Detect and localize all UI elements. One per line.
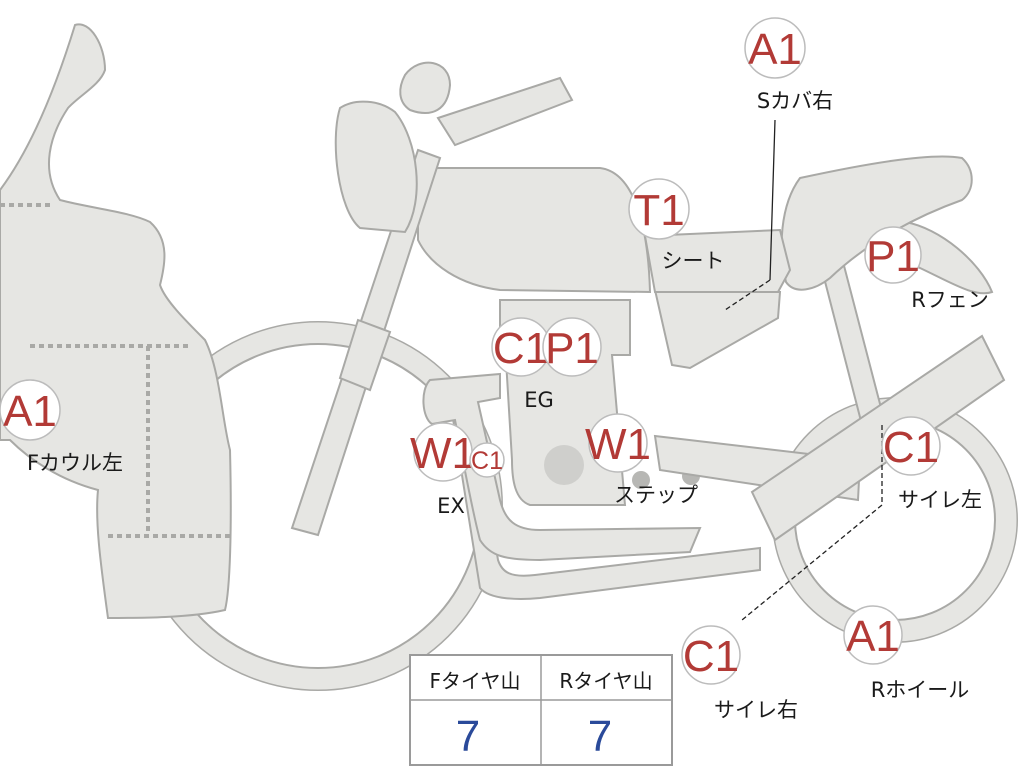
marker-exhaust-c: C1 <box>469 442 505 478</box>
grade-code: C1 <box>493 324 549 373</box>
grade-badge <box>0 379 61 441</box>
grade-badge <box>681 625 741 685</box>
front-tire-value: 7 <box>456 712 480 761</box>
part-label: EX <box>437 494 465 518</box>
grade-code: T1 <box>633 186 684 235</box>
seat-shape <box>643 228 792 293</box>
part-label: Sカバ右 <box>757 89 833 113</box>
front-cowl <box>0 23 232 620</box>
marker-rear-fender: P1 Rフェン <box>864 226 989 312</box>
grade-code: A1 <box>846 612 900 661</box>
marker-exhaust-w: W1 EX <box>410 422 476 518</box>
part-label: Rフェン <box>911 288 989 312</box>
grade-code: A1 <box>3 387 57 436</box>
grade-badge <box>588 413 648 473</box>
grade-badge <box>864 226 922 284</box>
part-label: Rホイール <box>871 678 970 702</box>
marker-seat: T1 シート <box>628 178 725 273</box>
leader-lines <box>724 119 883 621</box>
grade-code: A1 <box>748 25 802 74</box>
marker-s-cover-right: A1 Sカバ右 <box>744 17 833 113</box>
marker-silencer-left: C1 サイレ左 <box>881 416 982 512</box>
grade-code: C1 <box>471 447 503 475</box>
grade-code: C1 <box>883 423 939 472</box>
marker-rear-wheel: A1 Rホイール <box>843 605 970 702</box>
marker-engine-p: P1 <box>542 317 602 377</box>
part-label: サイレ左 <box>898 488 982 512</box>
headlight <box>334 100 418 234</box>
lower-frame <box>448 399 761 600</box>
part-label: EG <box>524 388 554 412</box>
grade-badge <box>628 178 690 240</box>
fork-boot <box>338 318 392 392</box>
grade-code: P1 <box>545 324 599 373</box>
rear-tire-value: 7 <box>588 712 612 761</box>
rear-tire-header: Rタイヤ山 <box>559 669 652 693</box>
part-label: シート <box>662 249 725 273</box>
grade-badge <box>843 605 903 665</box>
tire-tread-table: Fタイヤ山 Rタイヤ山 7 7 <box>409 654 673 766</box>
part-label: Fカウル左 <box>27 451 123 475</box>
grade-badge <box>744 17 806 79</box>
mirror <box>399 61 452 114</box>
marker-step: W1 ステップ <box>585 413 698 507</box>
front-tire-header: Fタイヤ山 <box>430 669 521 693</box>
exhaust-pipe <box>422 372 702 562</box>
marker-engine-c: C1 EG <box>491 317 554 412</box>
grade-code: C1 <box>683 632 739 681</box>
side-cover <box>653 288 782 370</box>
grade-code: W1 <box>585 420 651 469</box>
part-label: ステップ <box>614 483 698 507</box>
fuel-tank <box>417 167 652 294</box>
grade-badge <box>881 416 941 476</box>
silencer <box>750 334 1006 542</box>
part-label: サイレ右 <box>714 698 798 722</box>
marker-front-cowl-left: A1 Fカウル左 <box>0 379 123 475</box>
marker-silencer-right: C1 サイレ右 <box>681 625 798 722</box>
grade-code: P1 <box>866 232 920 281</box>
grade-badge <box>469 442 505 478</box>
grade-badge <box>542 317 602 377</box>
grade-code: W1 <box>410 429 476 478</box>
main-frame <box>436 76 574 147</box>
